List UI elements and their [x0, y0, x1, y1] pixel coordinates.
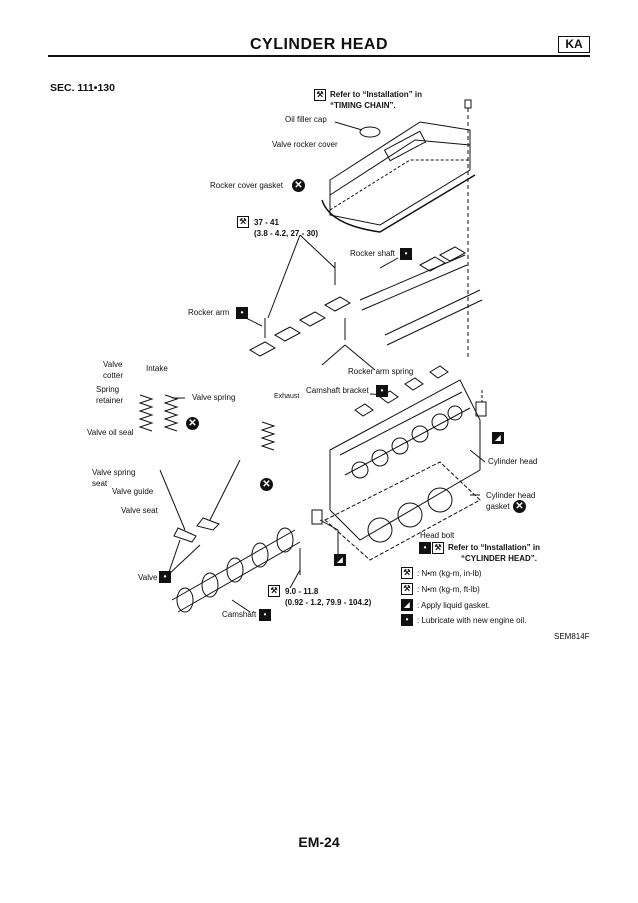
- valves-shape: [159, 459, 241, 576]
- figure-code: SEM814F: [554, 632, 590, 641]
- rocker-cover-shape: [329, 121, 471, 226]
- page-title: CYLINDER HEAD: [249, 36, 389, 53]
- legend-nm-ftlb: : N•m (kg-m, ft-lb): [417, 585, 480, 594]
- oil-icon-rocker-shaft: [400, 248, 412, 260]
- label-valve-cotter-1: Valve: [103, 360, 123, 369]
- label-cylinder-head-gasket-2: gasket: [486, 502, 510, 511]
- page-number: EM-24: [298, 834, 340, 850]
- label-spring-retainer-2: retainer: [96, 396, 124, 405]
- oil-filler-cap-shape: [359, 126, 381, 138]
- label-valve-oil-seal: Valve oil seal: [87, 428, 134, 437]
- label-cylinder-head-gasket-1: Cylinder head: [486, 491, 536, 500]
- liquid-gasket-icon-head: [492, 432, 504, 444]
- liquid-gasket-icon-plug: [334, 554, 346, 566]
- label-valve-guide: Valve guide: [112, 487, 154, 496]
- oil-icon-camshaft: [259, 609, 271, 621]
- label-intake: Intake: [146, 364, 168, 373]
- legend-liquid-gasket-icon: [401, 599, 413, 611]
- label-rocker-arm: Rocker arm: [188, 308, 230, 317]
- legend-nm-inlb: : N•m (kg-m, in-lb): [417, 569, 482, 578]
- rocker-arms-shape: [248, 246, 467, 357]
- label-rocker-arm-spring: Rocker arm spring: [348, 367, 414, 376]
- torque-icon-head-bolt: [432, 542, 444, 554]
- section-number: SEC. 111•130: [50, 82, 115, 94]
- legend-lubricate-icon: [401, 614, 413, 626]
- label-valve-spring: Valve spring: [192, 393, 236, 402]
- cylinder-head-shape: [329, 379, 481, 541]
- label-valve-spring-seat-2: seat: [92, 479, 108, 488]
- torque-icon-timing: [314, 89, 326, 101]
- label-head-bolt: Head bolt: [420, 531, 455, 540]
- replace-icon-head-gasket: ✕: [513, 500, 526, 513]
- label-oil-filler-cap: Oil filler cap: [285, 115, 327, 124]
- oil-icon-camshaft-bracket: [376, 385, 388, 397]
- label-rocker-cover-gasket: Rocker cover gasket: [210, 181, 283, 190]
- replace-icon-valve-guide: ✕: [260, 478, 273, 491]
- refer-head-line2: “CYLINDER HEAD”.: [461, 554, 538, 563]
- oil-icon-valve: [159, 571, 171, 583]
- torque-rocker-line1: 37 - 41: [254, 218, 279, 227]
- refer-timing-line1: Refer to “Installation” in: [330, 90, 423, 99]
- replace-icon-rocker-gasket: ✕: [292, 179, 305, 192]
- legend-torque-inlb-icon: [401, 567, 413, 579]
- label-valve-spring-seat-1: Valve spring: [92, 468, 136, 477]
- oil-icon-head-bolt: [419, 542, 431, 554]
- label-valve-rocker-cover: Valve rocker cover: [272, 140, 338, 149]
- legend-torque-ftlb-icon: [401, 583, 413, 595]
- label-camshaft-bracket: Camshaft bracket: [306, 386, 369, 395]
- cylinder-head-gasket-shape: [324, 461, 481, 561]
- torque-camshaft-line1: 9.0 - 11.8: [285, 587, 319, 596]
- valve-spring-intake-shape: [138, 394, 179, 432]
- label-camshaft: Camshaft: [222, 610, 257, 619]
- refer-head-line1: Refer to “Installation” in: [448, 543, 541, 552]
- label-exhaust: Exhaust: [274, 393, 300, 400]
- oil-icon-rocker-arm: [236, 307, 248, 319]
- replace-icon-valve-oil-seal: ✕: [186, 417, 199, 430]
- label-valve-seat: Valve seat: [121, 506, 158, 515]
- label-rocker-shaft: Rocker shaft: [350, 249, 395, 258]
- camshaft-shape: [171, 527, 301, 613]
- label-cylinder-head: Cylinder head: [488, 457, 538, 466]
- legend-lubricate: : Lubricate with new engine oil.: [417, 616, 527, 625]
- valve-spring-exhaust-shape: [260, 421, 276, 451]
- label-spring-retainer-1: Spring: [96, 385, 120, 394]
- torque-rocker-line2: (3.8 - 4.2, 27 - 30): [254, 229, 319, 238]
- engine-badge: KA: [558, 36, 590, 53]
- header-rule: [48, 55, 590, 57]
- legend-liquid-gasket: : Apply liquid gasket.: [417, 601, 490, 610]
- label-valve-cotter-2: cotter: [103, 371, 124, 380]
- rocker-shaft-shape: [359, 254, 468, 311]
- torque-camshaft-line2: (0.92 - 1.2, 79.9 - 104.2): [285, 598, 372, 607]
- torque-icon-rocker: [237, 216, 249, 228]
- label-valve: Valve: [138, 573, 158, 582]
- refer-timing-line2: “TIMING CHAIN”.: [330, 101, 396, 110]
- torque-icon-camshaft: [268, 585, 280, 597]
